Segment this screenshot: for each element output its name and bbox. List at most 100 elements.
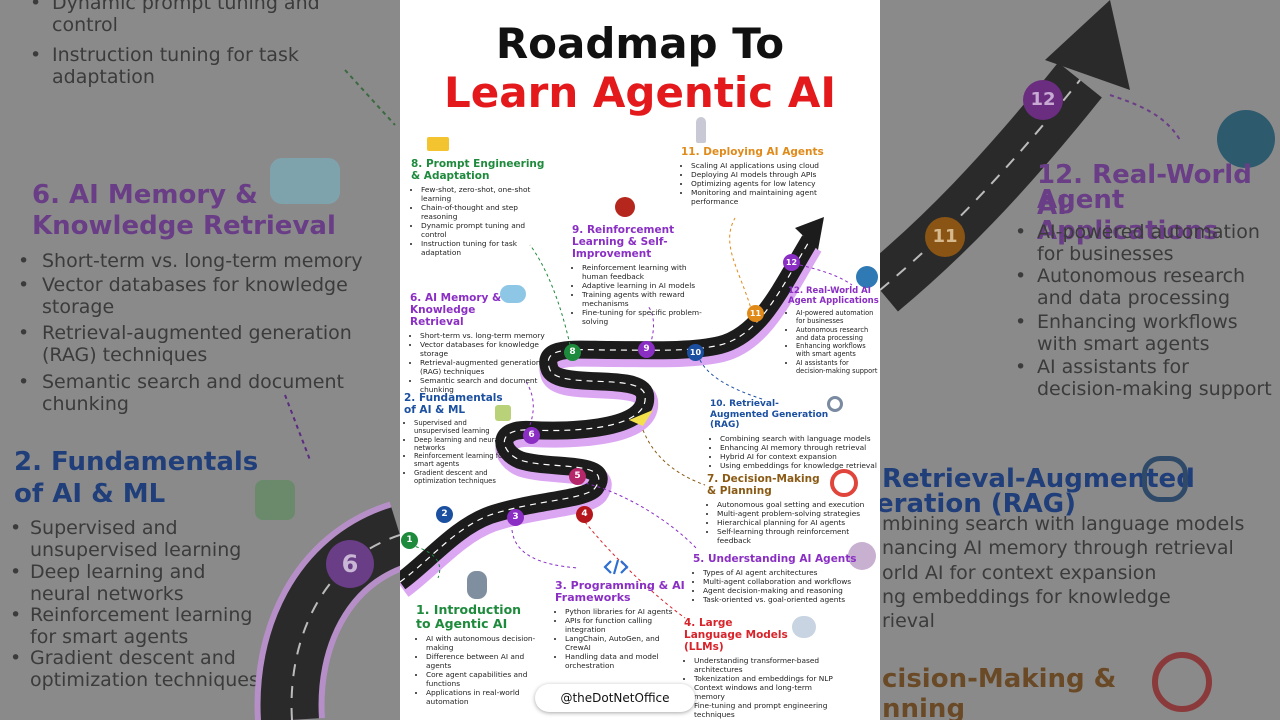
section-5-item: Task-oriented vs. goal-oriented agents — [703, 595, 863, 604]
right-bg-text: Autonomous research and data processing — [1037, 265, 1246, 309]
section-8-item: Few-shot, zero-shot, one-shot learning — [421, 185, 551, 203]
section-5: 5. Understanding AI Agents Types of AI a… — [693, 553, 863, 604]
section-3-item: LangChain, AutoGen, and CrewAI — [565, 634, 685, 652]
left-bg-bullet: • — [30, 0, 42, 14]
section-12: 12. Real-World AI Agent Applications AI-… — [788, 286, 880, 375]
right-bg-target-icon — [1152, 652, 1212, 712]
section-6-item: Retrieval-augmented generation (RAG) tec… — [420, 358, 560, 376]
left-bg-text: Gradient descent and optimization techni… — [30, 647, 259, 691]
section-9-item: Adaptive learning in AI models — [582, 281, 712, 290]
section-11: 11. Deploying AI Agents Scaling AI appli… — [681, 146, 831, 206]
section-3-title: 3. Programming & AI Frameworks — [555, 579, 685, 604]
right-bg-text: ng embeddings for knowledge — [882, 586, 1171, 608]
right-bg-bullet: • — [1015, 265, 1027, 287]
section-5-title: 5. Understanding AI Agents — [693, 553, 857, 565]
agent-robot-icon — [848, 542, 876, 570]
left-bg-heading: Knowledge Retrieval — [32, 211, 336, 241]
brain-icon — [500, 285, 526, 303]
section-6-item: Semantic search and document chunking — [420, 376, 560, 394]
right-bg-text: AI-powered automation for businesses — [1037, 221, 1260, 265]
left-background-panel: • Dynamic prompt tuning and control • In… — [0, 0, 400, 720]
section-1-item: AI with autonomous decision-making — [426, 634, 536, 652]
section-7-item: Autonomous goal setting and execution — [717, 500, 877, 509]
prompt-card-icon — [427, 137, 449, 151]
section-11-item: Monitoring and maintaining agent perform… — [691, 188, 831, 206]
section-8-item: Chain-of-thought and step reasoning — [421, 203, 551, 221]
section-3: 3. Programming & AI Frameworks Python li… — [555, 579, 685, 671]
left-bg-text: Supervised and unsupervised learning — [30, 517, 242, 561]
section-7-item: Hierarchical planning for AI agents — [717, 518, 877, 527]
left-bg-text: Short-term vs. long-term memory — [42, 250, 363, 272]
milestone-2: 2 — [436, 506, 453, 523]
right-bg-marker-12: 12 — [1023, 80, 1063, 120]
milestone-9: 9 — [638, 341, 655, 358]
section-2-item: Deep learning and neural networks — [414, 436, 509, 453]
right-bg-text: orld AI for context expansion — [882, 562, 1157, 584]
section-4-item: Context windows and long-term memory — [694, 683, 834, 701]
right-bg-heading: eration (RAG) — [880, 489, 1077, 519]
milestone-10: 10 — [687, 344, 704, 361]
milestone-1: 1 — [401, 532, 418, 549]
globe-icon — [856, 266, 878, 288]
left-bg-text: Deep learning and neural networks — [30, 561, 206, 605]
left-bg-bullet: • — [18, 250, 30, 272]
milestone-12: 12 — [783, 254, 800, 271]
section-4-item: Fine-tuning and prompt engineering techn… — [694, 701, 834, 719]
paper-plane-icon — [629, 410, 653, 426]
target-icon — [830, 469, 858, 497]
right-bg-globe-icon — [1217, 110, 1275, 168]
rocket-icon — [696, 117, 706, 143]
right-bg-text: Enhancing workflows with smart agents — [1037, 311, 1238, 355]
section-5-item: Agent decision-making and reasoning — [703, 586, 863, 595]
milestone-3: 3 — [507, 509, 524, 526]
milestone-11: 11 — [747, 305, 764, 322]
right-bg-text: nancing AI memory through retrieval — [882, 537, 1234, 559]
section-12-item: Enhancing workflows with smart agents — [796, 342, 880, 359]
section-12-item: AI assistants for decision-making suppor… — [796, 359, 880, 376]
section-6-title: 6. AI Memory & Knowledge Retrieval — [410, 292, 502, 328]
section-5-item: Multi-agent collaboration and workflows — [703, 577, 863, 586]
right-bg-bullet: • — [1015, 311, 1027, 333]
section-7: 7. Decision-Making & Planning Autonomous… — [707, 473, 877, 545]
llm-chip-icon — [792, 616, 816, 638]
section-12-item: AI-powered automation for businesses — [796, 309, 880, 326]
left-bg-marker: 6 — [326, 540, 374, 588]
left-bg-bullet: • — [10, 604, 22, 626]
section-5-item: Types of AI agent architectures — [703, 568, 863, 577]
section-6: 6. AI Memory & Knowledge Retrieval Short… — [410, 292, 560, 394]
right-bg-marker-11: 11 — [925, 217, 965, 257]
section-2: 2. Fundamentals of AI & ML Supervised an… — [404, 392, 509, 485]
section-1-title: 1. Introduction to Agentic AI — [416, 602, 522, 631]
section-11-item: Optimizing agents for low latency — [691, 179, 831, 188]
title-line-2: Learn Agentic AI — [444, 68, 836, 117]
right-background-panel: 12 11 12. Real-World AI Agent Applicatio… — [880, 0, 1280, 720]
section-1: 1. Introduction to Agentic AI AI with au… — [416, 602, 536, 707]
left-bg-bullet: • — [10, 561, 22, 583]
section-3-item: Handling data and model orchestration — [565, 652, 685, 670]
section-9-item: Training agents with reward mechanisms — [582, 290, 712, 308]
section-11-item: Deploying AI models through APIs — [691, 170, 831, 179]
right-bg-heading: Agent Applications — [1037, 185, 1219, 246]
section-10-title: 10. Retrieval-Augmented Generation (RAG) — [710, 399, 829, 430]
left-bg-bullet: • — [18, 322, 30, 344]
section-2-item: Reinforcement learning for smart agents — [414, 452, 509, 469]
section-10-item: Hybrid AI for context expansion — [720, 452, 880, 461]
milestone-6: 6 — [523, 427, 540, 444]
left-bg-text: Instruction tuning for task adaptation — [52, 44, 299, 88]
milestone-4: 4 — [576, 506, 593, 523]
left-bg-heading: of AI & ML — [14, 479, 166, 509]
left-bg-text: Reinforcement learning for smart agents — [30, 604, 253, 648]
section-1-item: Core agent capabilities and functions — [426, 670, 536, 688]
left-bg-text: Semantic search and document chunking — [42, 371, 344, 415]
right-bg-text: rieval — [882, 610, 935, 632]
channel-watermark: @theDotNetOffice — [535, 684, 695, 712]
right-bg-search-icon — [1142, 456, 1188, 502]
section-12-title: 12. Real-World AI Agent Applications — [788, 286, 879, 306]
right-bg-heading: cision-Making & — [882, 664, 1117, 694]
section-7-title: 7. Decision-Making & Planning — [707, 473, 820, 497]
section-3-item: APIs for function calling integration — [565, 616, 685, 634]
left-bg-text: Vector databases for knowledge storage — [42, 274, 348, 318]
right-bg-bullet: • — [1015, 221, 1027, 243]
left-bg-text: Retrieval-augmented generation (RAG) tec… — [42, 322, 352, 366]
network-icon — [495, 405, 511, 421]
